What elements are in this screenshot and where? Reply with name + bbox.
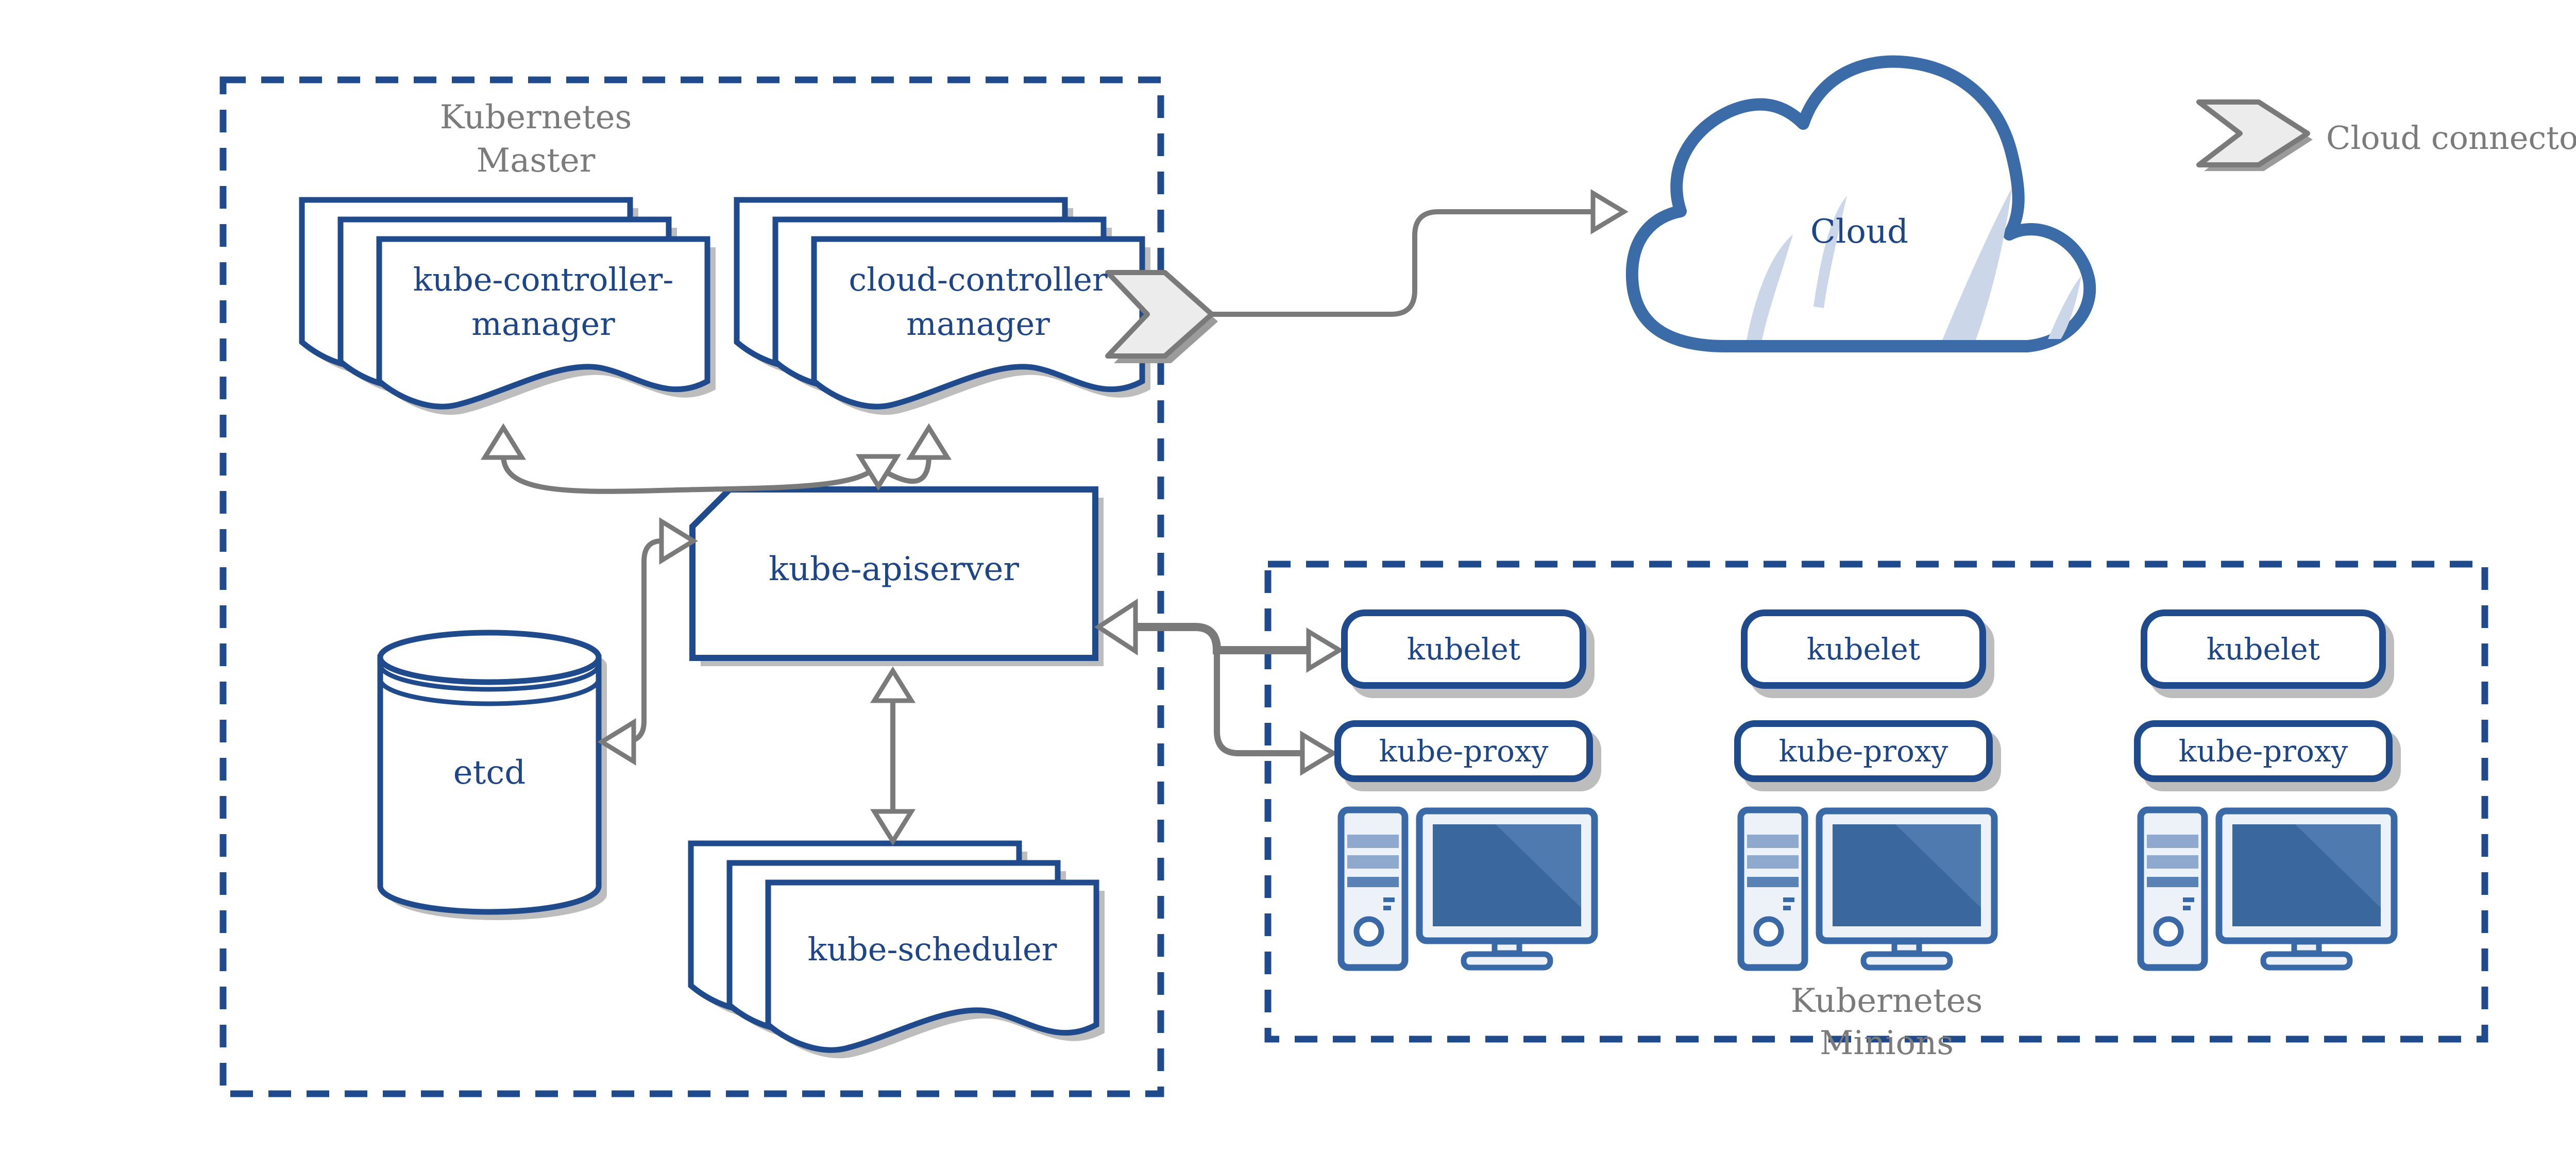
- kubelet-node1: kubelet: [1341, 609, 1586, 689]
- kube-proxy-node3: kube-proxy: [2134, 720, 2393, 782]
- computer-icon: [2141, 810, 2394, 968]
- kubelet-node2: kubelet: [1741, 609, 1986, 689]
- master-section-label: Kubernetes Master: [439, 98, 632, 180]
- computer-icon: [1741, 810, 1994, 968]
- arrowheads: [480, 189, 1629, 846]
- kube-apiserver-box-icon: [689, 486, 1104, 666]
- connector-lines: [501, 209, 1594, 813]
- legend-label: Cloud connector: [2326, 119, 2576, 157]
- computer-icon: [1341, 810, 1595, 968]
- cloud-label: Cloud: [1810, 213, 1909, 251]
- etcd-database-icon: [377, 630, 607, 920]
- kube-proxy-node1: kube-proxy: [1334, 720, 1593, 782]
- etcd-label: etcd: [453, 754, 526, 792]
- kube-controller-manager-label: kube-controller- manager: [413, 261, 674, 343]
- kube-scheduler-label: kube-scheduler: [807, 930, 1057, 968]
- minions-section-label: Kubernetes Minions: [1790, 982, 1983, 1062]
- kube-proxy-node2: kube-proxy: [1734, 720, 1993, 782]
- minions-dashed-border: [1264, 561, 2488, 1043]
- cloud-controller-manager-label: cloud-controller manager: [849, 261, 1108, 343]
- kubelet-node3: kubelet: [2141, 609, 2386, 689]
- kube-apiserver-label: kube-apiserver: [769, 550, 1019, 588]
- master-dashed-border: [219, 76, 1164, 1097]
- cloud-icon: [1625, 55, 2096, 352]
- legend-cloud-connector-icon: [2199, 102, 2313, 171]
